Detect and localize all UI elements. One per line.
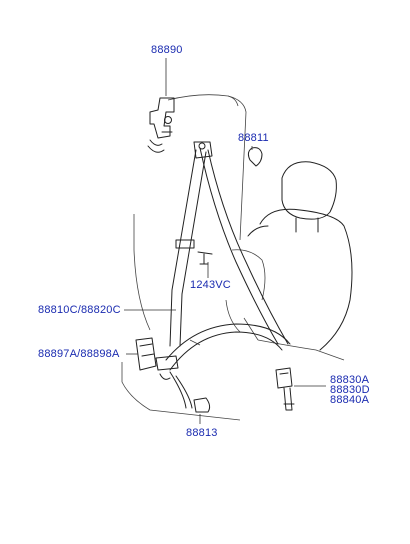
buckle-88830a (275, 367, 295, 411)
seat-outline (225, 161, 353, 361)
cover-cap-88811 (247, 147, 263, 167)
label-1243vc: 1243VC (190, 279, 231, 291)
label-88813: 88813 (186, 427, 218, 439)
label-88897a-88898a: 88897A/88898A (38, 348, 120, 360)
label-88890: 88890 (151, 44, 183, 56)
label-88840a: 88840A (330, 394, 370, 406)
retractor-88897a (135, 337, 179, 380)
belt-guide-bracket (175, 239, 213, 265)
label-88811: 88811 (238, 132, 269, 144)
leader-lines (124, 58, 326, 424)
label-88810c-88820c: 88810C/88820C (38, 304, 121, 316)
label-88830d: 88830D (330, 384, 370, 396)
retractor-88890 (147, 97, 175, 153)
seat-belt-webbing (165, 147, 291, 409)
cover-cap-88813 (193, 397, 211, 413)
upper-anchor-d-ring (193, 141, 213, 159)
pillar-trim-outline (121, 94, 247, 421)
label-88830a: 88830A (330, 374, 370, 386)
